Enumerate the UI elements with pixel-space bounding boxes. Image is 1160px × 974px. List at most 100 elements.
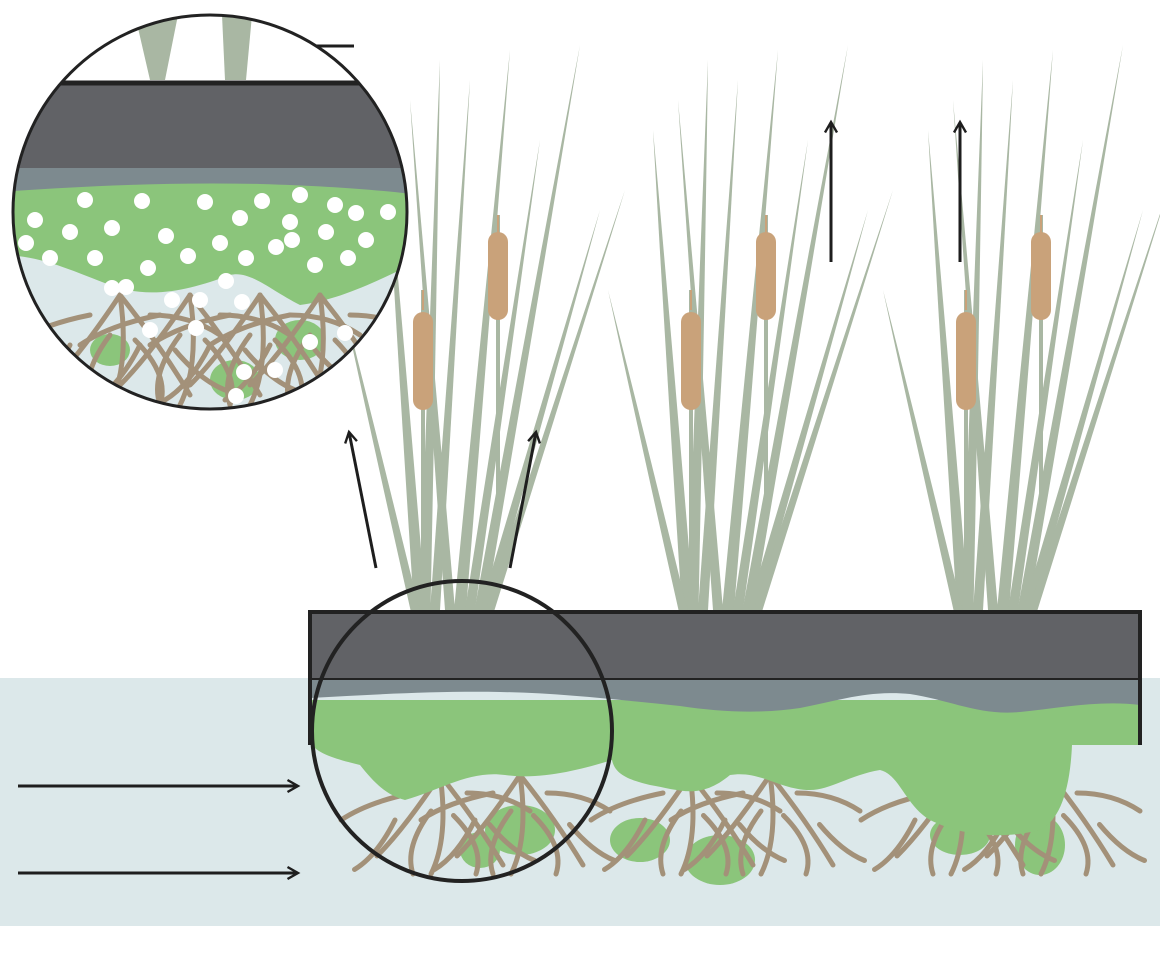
root xyxy=(147,312,233,348)
lens-roots xyxy=(13,292,407,408)
oxygen-bubble-icon xyxy=(197,194,213,210)
plant-leaf xyxy=(733,140,808,610)
biofilm-blob xyxy=(685,835,755,885)
root xyxy=(588,790,666,823)
oxygen-bubble-icon xyxy=(164,292,180,308)
oxygen-bubble-icon xyxy=(358,232,374,248)
root xyxy=(22,342,73,403)
root xyxy=(701,813,731,877)
root xyxy=(668,790,746,823)
root xyxy=(432,817,478,872)
oxygen-bubble-icon xyxy=(236,364,252,380)
oxygen-bubble-icon xyxy=(142,322,158,338)
root xyxy=(738,808,764,877)
cattail-head xyxy=(681,312,701,410)
cattail-head xyxy=(1031,232,1051,320)
root xyxy=(187,292,263,388)
oxygen-bubble-icon xyxy=(307,257,323,273)
stem xyxy=(222,15,252,80)
oxygen-bubble-icon xyxy=(104,280,120,296)
root xyxy=(517,772,586,868)
oxygen-bubble-icon xyxy=(234,294,250,310)
plant xyxy=(340,45,625,610)
plants-group xyxy=(340,45,1160,610)
lens-biofilm xyxy=(13,183,407,305)
oxygen-bubble-icon xyxy=(292,187,308,203)
plant-leaf xyxy=(653,130,694,610)
oxygen-bubble-icon xyxy=(140,260,156,276)
root xyxy=(454,772,523,859)
root xyxy=(758,772,776,877)
oxygen-bubble-icon xyxy=(104,220,120,236)
plant-leaf xyxy=(480,210,600,610)
plant-leaf xyxy=(1028,213,1160,610)
magnified-lens-outline xyxy=(11,13,409,411)
stem xyxy=(135,15,178,80)
root xyxy=(817,822,867,863)
plant xyxy=(608,45,893,610)
root xyxy=(682,817,728,872)
root xyxy=(508,772,526,877)
plant-leaf xyxy=(474,45,580,610)
oxygen-bubble-icon xyxy=(42,250,58,266)
plant-leaf xyxy=(340,290,420,610)
oxygen-bubble-icon xyxy=(267,362,283,378)
root xyxy=(451,813,481,877)
oxygen-bubble-icon xyxy=(238,250,254,266)
floating-mat xyxy=(308,610,1142,682)
plant-leaf xyxy=(1008,140,1083,610)
root xyxy=(488,808,514,877)
oxygen-bubble-icon xyxy=(282,214,298,230)
oxygen-bubble-icon xyxy=(27,212,43,228)
root xyxy=(1074,790,1143,814)
oxygen-bubble-icon xyxy=(158,228,174,244)
plant-leaf xyxy=(608,290,688,610)
cattail-head xyxy=(488,232,508,320)
oxygen-bubble-icon xyxy=(228,388,244,404)
plant-leaf xyxy=(928,130,969,610)
oxygen-bubble-icon xyxy=(284,232,300,248)
root xyxy=(544,790,613,814)
oxygen-bubble-icon xyxy=(87,250,103,266)
plant-leaf xyxy=(454,50,510,610)
plant-leaf xyxy=(722,50,778,610)
mat-submerged xyxy=(310,680,1140,713)
root xyxy=(872,817,918,872)
plant-leaf xyxy=(485,190,625,610)
root xyxy=(177,292,196,408)
root xyxy=(247,292,323,388)
root xyxy=(162,342,213,403)
root xyxy=(117,292,193,388)
lens-mat xyxy=(13,82,407,172)
root xyxy=(794,790,863,814)
plant xyxy=(883,45,1160,610)
oxygen-bubble-icon xyxy=(340,250,356,266)
oxygen-bubble-icon xyxy=(348,205,364,221)
plant-leaf xyxy=(1017,45,1123,610)
oxygen-bubble-icon xyxy=(212,235,228,251)
plant-leaf xyxy=(465,140,540,610)
oxygen-bubble-icon xyxy=(302,334,318,350)
root xyxy=(418,790,496,823)
oxygen-bubble-icon xyxy=(62,224,78,240)
plant-leaf xyxy=(1023,210,1143,610)
oxygen-bubble-icon xyxy=(318,224,334,240)
root xyxy=(287,312,363,338)
root xyxy=(352,817,398,872)
cattail-head xyxy=(956,312,976,410)
root xyxy=(531,813,561,877)
oxygen-bubbles xyxy=(18,187,396,404)
root-cluster xyxy=(668,772,867,877)
oxygen-bubble-icon xyxy=(327,197,343,213)
magnifier-source-circle xyxy=(310,579,614,883)
root xyxy=(704,772,773,859)
oxygen-bubble-icon xyxy=(268,239,284,255)
oxygen-bubble-icon xyxy=(192,292,208,308)
oxygen-bubble-icon xyxy=(134,193,150,209)
oxygen-bubble-icon xyxy=(337,325,353,341)
cattail-head xyxy=(756,232,776,320)
arrow-up-icon xyxy=(344,429,378,569)
root xyxy=(77,312,163,348)
